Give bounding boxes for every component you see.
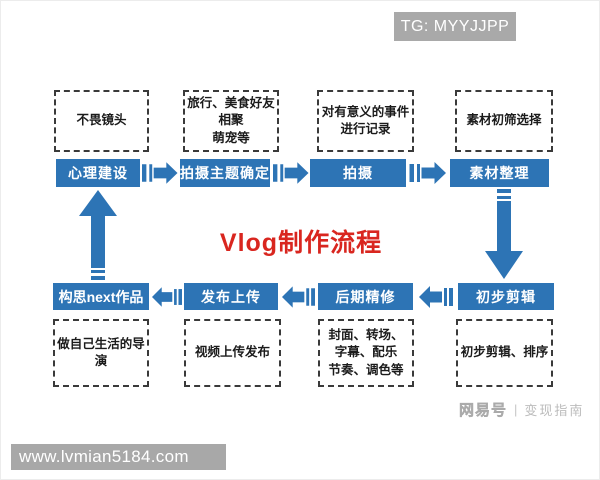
site-url-bar: www.lvmian5184.com <box>11 444 226 470</box>
note-cut-sorting: 初步剪辑、排序 <box>456 319 553 387</box>
watermark-channel-name: 变现指南 <box>524 402 585 418</box>
stage-post-editing: 后期精修 <box>318 283 413 310</box>
note-editing-details: 封面、转场、 字幕、配乐 节奏、调色等 <box>318 319 414 387</box>
arrow-left-icon <box>152 287 182 307</box>
note-video-upload: 视频上传发布 <box>184 319 281 387</box>
arrow-right-icon <box>273 162 309 184</box>
note-record-events: 对有意义的事件 进行记录 <box>317 90 414 152</box>
stage-mental-prep: 心理建设 <box>56 159 140 187</box>
note-no-fear-camera: 不畏镜头 <box>54 90 149 152</box>
stage-shooting: 拍摄 <box>310 159 406 187</box>
stage-plan-next: 构思next作品 <box>53 283 149 310</box>
arrow-left-icon <box>419 286 453 308</box>
page-title: Vlog制作流程 <box>219 229 383 257</box>
netease-logo: 网易号 <box>459 401 508 419</box>
stage-rough-cut: 初步剪辑 <box>458 283 554 310</box>
platform-watermark: 网易号 | 变现指南 <box>459 399 584 419</box>
note-topic-ideas: 旅行、美食好友 相聚 萌宠等 <box>183 90 279 152</box>
tg-contact-badge: TG: MYYJJPP <box>394 12 516 41</box>
note-material-screening: 素材初筛选择 <box>455 90 553 152</box>
arrow-right-icon <box>409 162 446 184</box>
stage-publish-upload: 发布上传 <box>184 283 278 310</box>
arrow-up-icon <box>79 190 117 280</box>
arrow-right-icon <box>142 162 178 184</box>
stage-topic-confirm: 拍摄主题确定 <box>180 159 270 187</box>
note-life-director: 做自己生活的导演 <box>53 319 149 387</box>
watermark-divider: | <box>514 401 518 417</box>
arrow-left-icon <box>282 286 315 308</box>
arrow-down-icon <box>485 189 523 279</box>
stage-material-organize: 素材整理 <box>450 159 549 187</box>
